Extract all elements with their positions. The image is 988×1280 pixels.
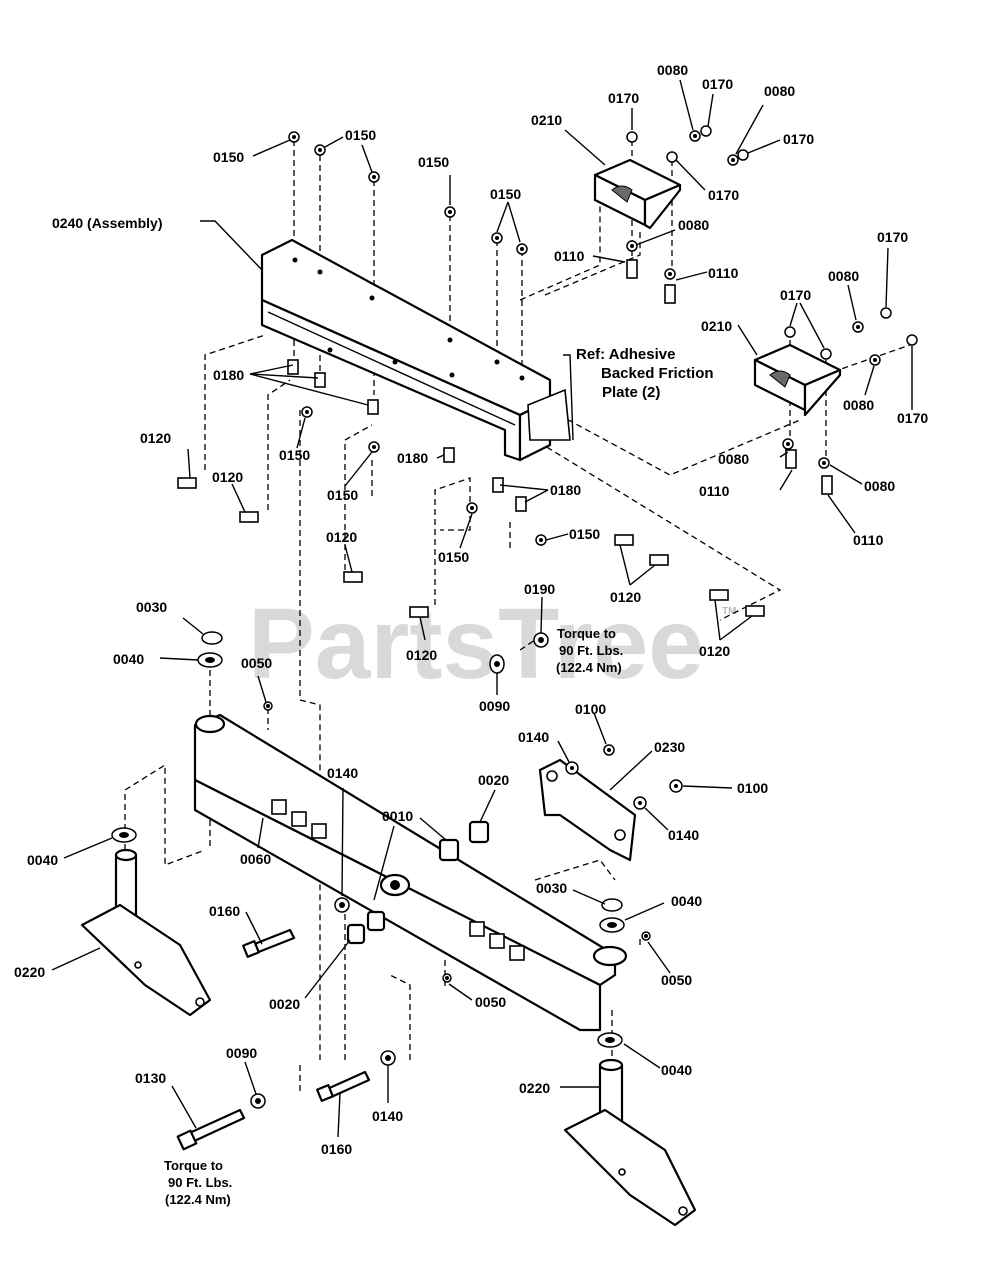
callout-0110: 0110 — [708, 265, 739, 281]
callout-0050: 0050 — [241, 655, 272, 671]
callout-0150: 0150 — [345, 127, 376, 143]
callout-0170: 0170 — [897, 410, 928, 426]
callout-0140: 0140 — [518, 729, 549, 745]
callout-0020: 0020 — [269, 996, 300, 1012]
callout-0140: 0140 — [327, 765, 358, 781]
callout-0100: 0100 — [575, 701, 606, 717]
callout-0180: 0180 — [550, 482, 581, 498]
callout-0210: 0210 — [531, 112, 562, 128]
callout-0160: 0160 — [321, 1141, 352, 1157]
callout-0030: 0030 — [136, 599, 167, 615]
callout-0120: 0120 — [699, 643, 730, 659]
note-torque-upper: Torque to 90 Ft. Lbs. (122.4 Nm) — [556, 626, 623, 675]
callout-0150: 0150 — [490, 186, 521, 202]
leader-lines — [51, 79, 913, 1138]
callout-0120: 0120 — [212, 469, 243, 485]
callout-0090: 0090 — [226, 1045, 257, 1061]
callout-0170: 0170 — [780, 287, 811, 303]
callout-0100: 0100 — [737, 780, 768, 796]
callout-0110: 0110 — [554, 248, 585, 264]
callout-0150: 0150 — [418, 154, 449, 170]
note-friction-plate: Ref: Adhesive Backed Friction Plate (2) — [576, 346, 714, 401]
svg-text:90 Ft. Lbs.: 90 Ft. Lbs. — [168, 1175, 232, 1190]
callout-0130: 0130 — [135, 1070, 166, 1086]
callout-0050: 0050 — [475, 994, 506, 1010]
svg-text:Torque to: Torque to — [164, 1158, 223, 1173]
watermark-trademark: TM — [722, 606, 736, 617]
callout-0080: 0080 — [864, 478, 895, 494]
callout-0010: 0010 — [382, 808, 413, 824]
svg-text:(122.4 Nm): (122.4 Nm) — [556, 660, 622, 675]
callout-0120: 0120 — [326, 529, 357, 545]
callout-0120: 0120 — [610, 589, 641, 605]
callout-0220: 0220 — [14, 964, 45, 980]
callout-0170: 0170 — [877, 229, 908, 245]
bolt-0160-lower — [316, 1070, 371, 1102]
callout-0030: 0030 — [536, 880, 567, 896]
bracket-0210-lower — [753, 343, 842, 417]
callout-0140: 0140 — [668, 827, 699, 843]
bushings-0020-0010 — [346, 820, 490, 945]
callout-0080: 0080 — [764, 83, 795, 99]
callout-0120: 0120 — [140, 430, 171, 446]
callout-0150: 0150 — [569, 526, 600, 542]
callout-0230: 0230 — [654, 739, 685, 755]
svg-text:Plate (2): Plate (2) — [602, 384, 660, 401]
callout-0220: 0220 — [519, 1080, 550, 1096]
callout-0040: 0040 — [671, 893, 702, 909]
callout-labels: 0080 0170 0170 0080 0210 0170 0170 0150 … — [14, 62, 928, 1157]
callout-0040: 0040 — [113, 651, 144, 667]
callout-0190: 0190 — [524, 581, 555, 597]
svg-text:Ref: Adhesive: Ref: Adhesive — [576, 346, 675, 363]
small-bolts — [177, 259, 833, 618]
svg-text:Backed Friction: Backed Friction — [601, 365, 714, 382]
beam-assembly-0240 — [260, 238, 571, 462]
callout-0120: 0120 — [406, 647, 437, 663]
callout-0040: 0040 — [661, 1062, 692, 1078]
callout-0140: 0140 — [372, 1108, 403, 1124]
spindle-0220-right — [563, 1058, 697, 1227]
svg-text:(122.4 Nm): (122.4 Nm) — [165, 1192, 231, 1207]
callout-0150: 0150 — [279, 447, 310, 463]
spindle-0220-left — [80, 848, 212, 1017]
callout-0170: 0170 — [702, 76, 733, 92]
callout-0060: 0060 — [240, 851, 271, 867]
callout-0080: 0080 — [843, 397, 874, 413]
svg-text:Torque to: Torque to — [557, 626, 616, 641]
bracket-0230 — [538, 758, 637, 862]
bolt-0130 — [176, 1108, 246, 1151]
callout-0160: 0160 — [209, 903, 240, 919]
callout-0170: 0170 — [608, 90, 639, 106]
callout-0150: 0150 — [438, 549, 469, 565]
callout-0090: 0090 — [479, 698, 510, 714]
svg-text:90 Ft. Lbs.: 90 Ft. Lbs. — [559, 643, 623, 658]
callout-0050: 0050 — [661, 972, 692, 988]
axle-0060 — [193, 713, 628, 1032]
callout-0110: 0110 — [853, 532, 884, 548]
callout-0080: 0080 — [678, 217, 709, 233]
nuts-washers — [111, 125, 918, 1109]
callout-0150: 0150 — [213, 149, 244, 165]
callout-0170: 0170 — [708, 187, 739, 203]
callout-0080: 0080 — [718, 451, 749, 467]
callout-0110: 0110 — [699, 483, 730, 499]
watermark: PartsTree — [248, 588, 704, 700]
note-torque-lower: Torque to 90 Ft. Lbs. (122.4 Nm) — [164, 1158, 232, 1207]
callout-0150: 0150 — [327, 487, 358, 503]
callout-0080: 0080 — [828, 268, 859, 284]
callout-0180: 0180 — [397, 450, 428, 466]
bracket-0210-upper — [593, 158, 682, 230]
callout-0180: 0180 — [213, 367, 244, 383]
callout-0210: 0210 — [701, 318, 732, 334]
callout-0080: 0080 — [657, 62, 688, 78]
callout-0240-assembly: 0240 (Assembly) — [52, 215, 163, 231]
callout-0170: 0170 — [783, 131, 814, 147]
callout-0040: 0040 — [27, 852, 58, 868]
callout-0020: 0020 — [478, 772, 509, 788]
bolt-0160-left — [242, 928, 296, 958]
